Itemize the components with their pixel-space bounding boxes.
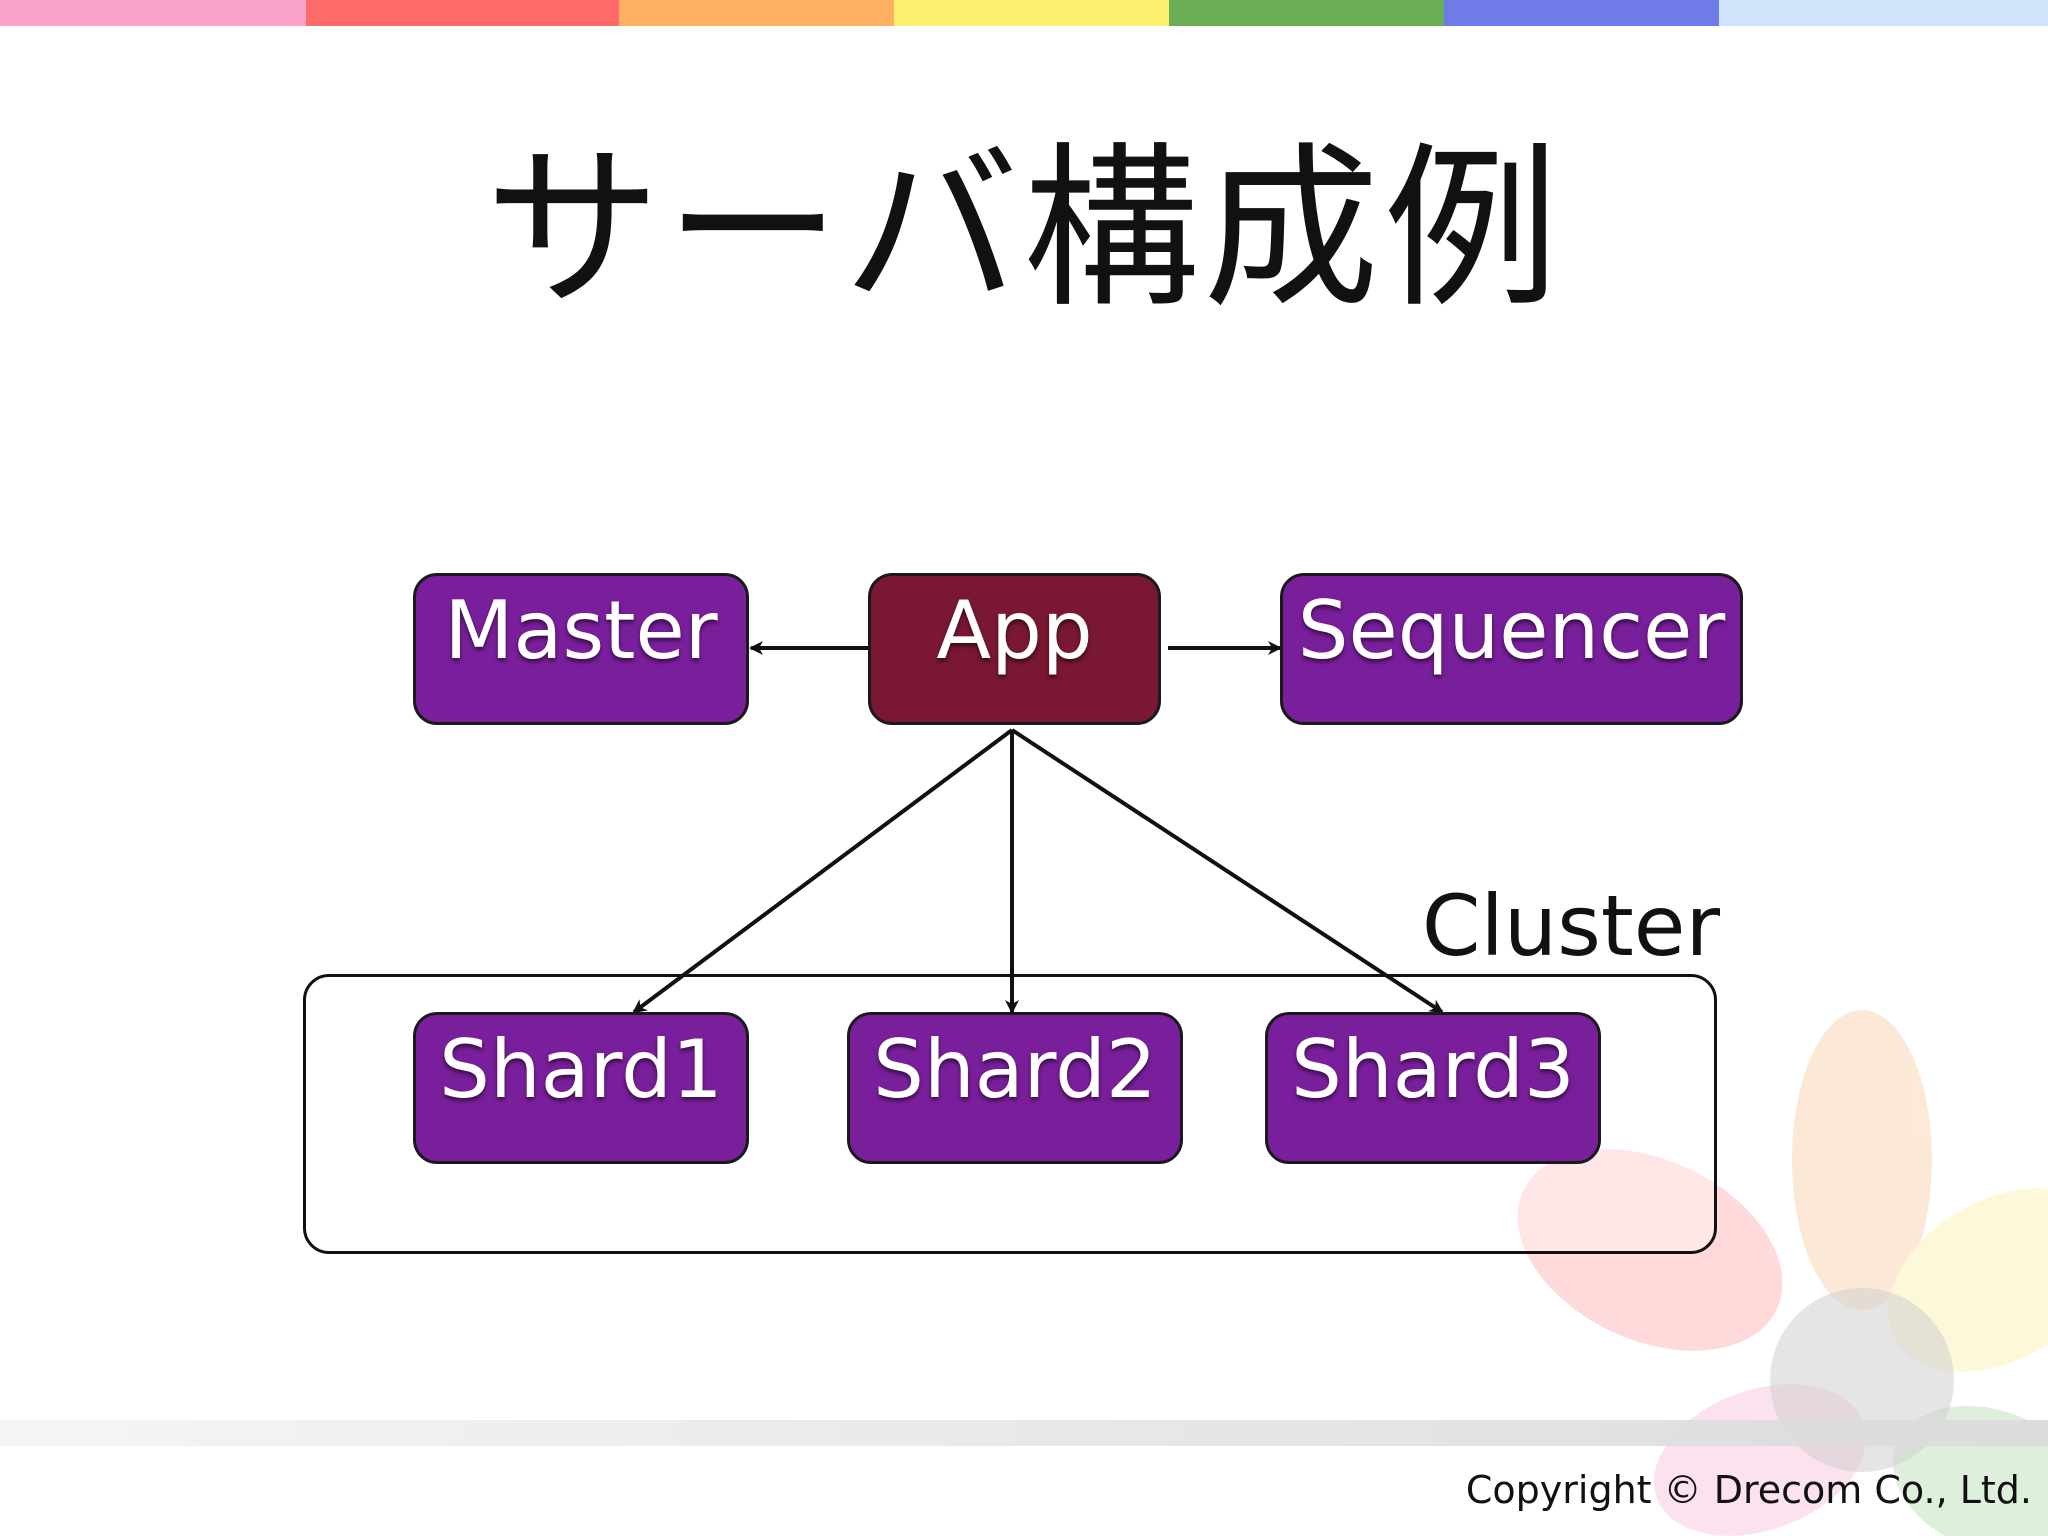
node-shard2: Shard2 [847, 1012, 1183, 1164]
stripe-blue [1444, 0, 1719, 26]
rainbow-stripe [0, 0, 2048, 26]
edge-app-shard1 [632, 728, 1014, 1014]
node-app: App [868, 573, 1161, 725]
stripe-green [1169, 0, 1444, 26]
stripe-pink [0, 0, 306, 26]
cluster-label: Cluster [1421, 877, 1720, 975]
node-sequencer: Sequencer [1280, 573, 1743, 725]
node-shard1: Shard1 [413, 1012, 749, 1164]
stripe-yellow [894, 0, 1169, 26]
node-shard3: Shard3 [1265, 1012, 1601, 1164]
slide-title: サーバ構成例 [484, 127, 1564, 332]
stripe-red [306, 0, 619, 26]
stripe-orange [619, 0, 894, 26]
footer-bar [0, 1420, 2048, 1446]
copyright-text: Copyright © Drecom Co., Ltd. [1465, 1468, 2032, 1512]
node-master: Master [413, 573, 749, 725]
edge-app-shard3 [1010, 728, 1444, 1014]
stripe-light-blue [1719, 0, 2048, 26]
